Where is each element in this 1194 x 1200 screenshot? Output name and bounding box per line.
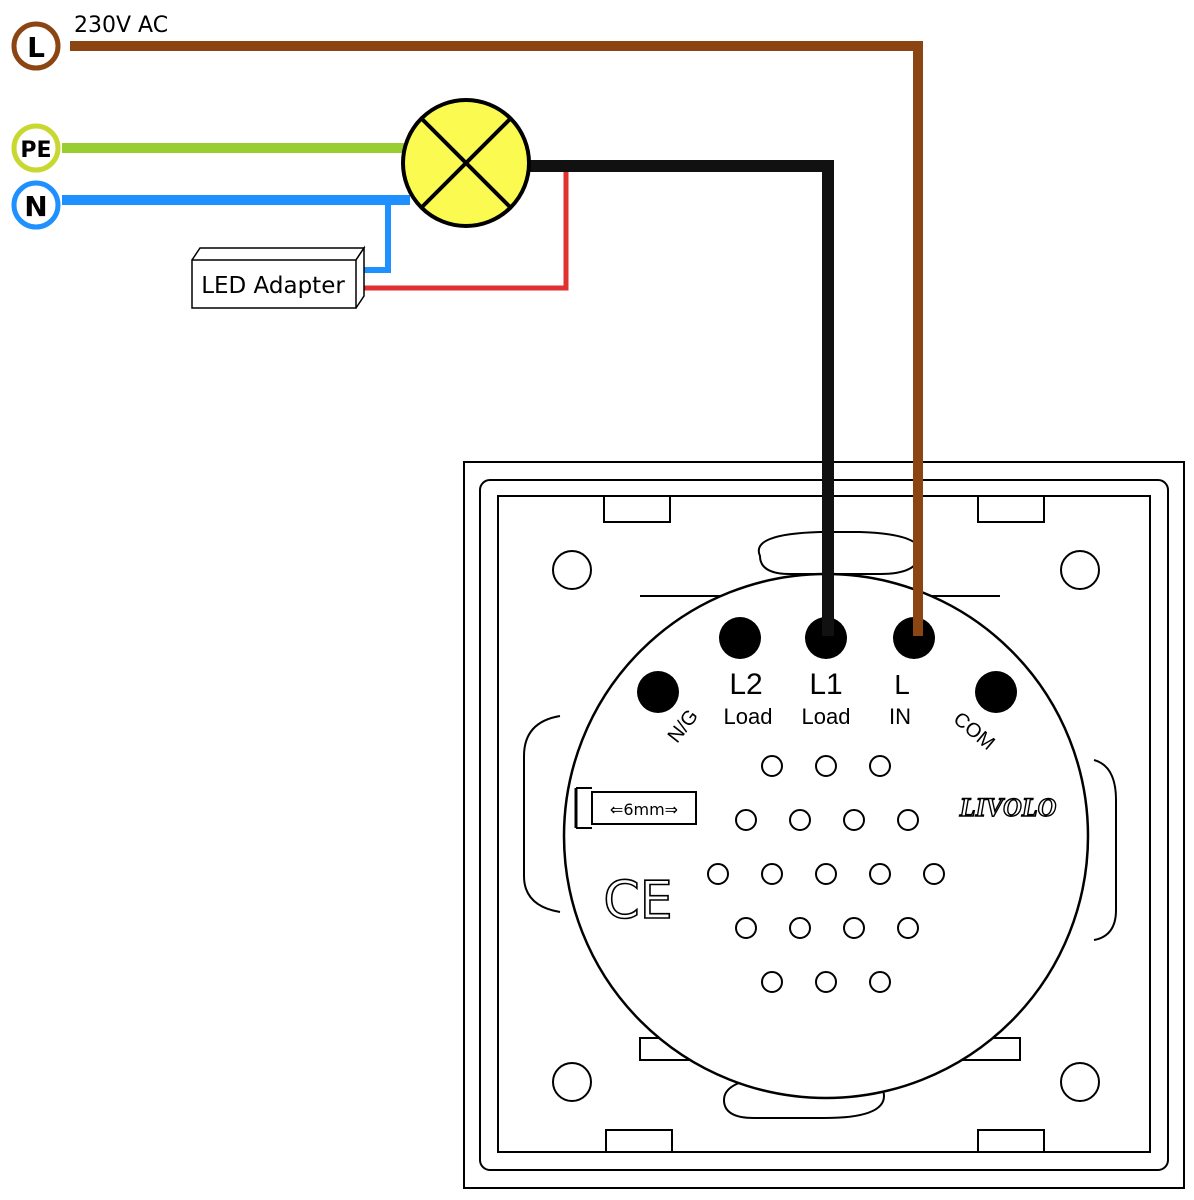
- terminal-l1-label: L1: [809, 668, 842, 701]
- vent-hole: [761, 863, 783, 885]
- load-wire: [528, 160, 834, 636]
- adapter-wire: [358, 172, 569, 291]
- earth-badge-label: PE: [20, 138, 51, 163]
- mount-hole-top-left: [552, 550, 592, 590]
- vent-hole: [815, 971, 837, 993]
- vent-hole: [789, 809, 811, 831]
- mount-hole-bottom-left: [552, 1062, 592, 1102]
- vent-hole: [761, 971, 783, 993]
- led-adapter-label: LED Adapter: [201, 273, 345, 299]
- mount-hole-bottom-right: [1060, 1062, 1100, 1102]
- earth-badge: PE: [11, 123, 61, 173]
- terminal-l-sublabel: IN: [889, 704, 911, 729]
- vent-hole: [923, 863, 945, 885]
- clip-top-left: [603, 495, 671, 523]
- line-badge-label: L: [27, 31, 45, 64]
- vent-hole: [815, 755, 837, 777]
- vent-hole: [843, 809, 865, 831]
- terminal-l2: [719, 617, 761, 659]
- mount-hole-top-right: [1060, 550, 1100, 590]
- line-badge: L: [11, 21, 61, 71]
- terminal-l-label: L: [894, 669, 910, 700]
- strip-length-label: ⇐6mm⇒: [610, 800, 678, 819]
- live-wire: [70, 41, 923, 636]
- vent-hole: [843, 917, 865, 939]
- clip-top-right: [977, 495, 1045, 523]
- vent-hole: [789, 917, 811, 939]
- terminal-l-in: [893, 617, 935, 659]
- vent-hole: [735, 809, 757, 831]
- right-ear: [1093, 759, 1117, 941]
- terminal-ng: [637, 671, 679, 713]
- strip-length-gauge: ⇐6mm⇒: [574, 787, 697, 829]
- terminal-com: [975, 671, 1017, 713]
- vent-hole: [897, 809, 919, 831]
- top-tab: [757, 531, 922, 575]
- lamp: [401, 98, 531, 228]
- neutral-badge-label: N: [24, 190, 47, 223]
- brand-logo: LIVOLO: [959, 793, 1057, 822]
- vent-hole: [869, 755, 891, 777]
- terminal-l1: [805, 617, 847, 659]
- neutral-badge: N: [11, 180, 61, 230]
- terminal-l2-sublabel: Load: [724, 704, 773, 729]
- lamp-cross-icon: [420, 117, 512, 209]
- terminal-l1-sublabel: Load: [802, 704, 851, 729]
- voltage-label: 230V AC: [74, 13, 168, 38]
- neutral-adapter-wire: [358, 200, 391, 273]
- vent-hole: [761, 755, 783, 777]
- vent-hole: [735, 917, 757, 939]
- clip-bottom-left: [605, 1129, 673, 1153]
- led-adapter: LED Adapter: [191, 245, 366, 309]
- terminal-l2-label: L2: [729, 668, 762, 701]
- vent-hole: [815, 863, 837, 885]
- ce-mark: CE: [603, 871, 672, 931]
- left-ear: [523, 715, 561, 913]
- vent-hole: [869, 971, 891, 993]
- vent-hole: [707, 863, 729, 885]
- clip-bottom-right: [977, 1129, 1045, 1153]
- vent-hole-grid: [707, 755, 945, 993]
- vent-hole: [897, 917, 919, 939]
- vent-hole: [869, 863, 891, 885]
